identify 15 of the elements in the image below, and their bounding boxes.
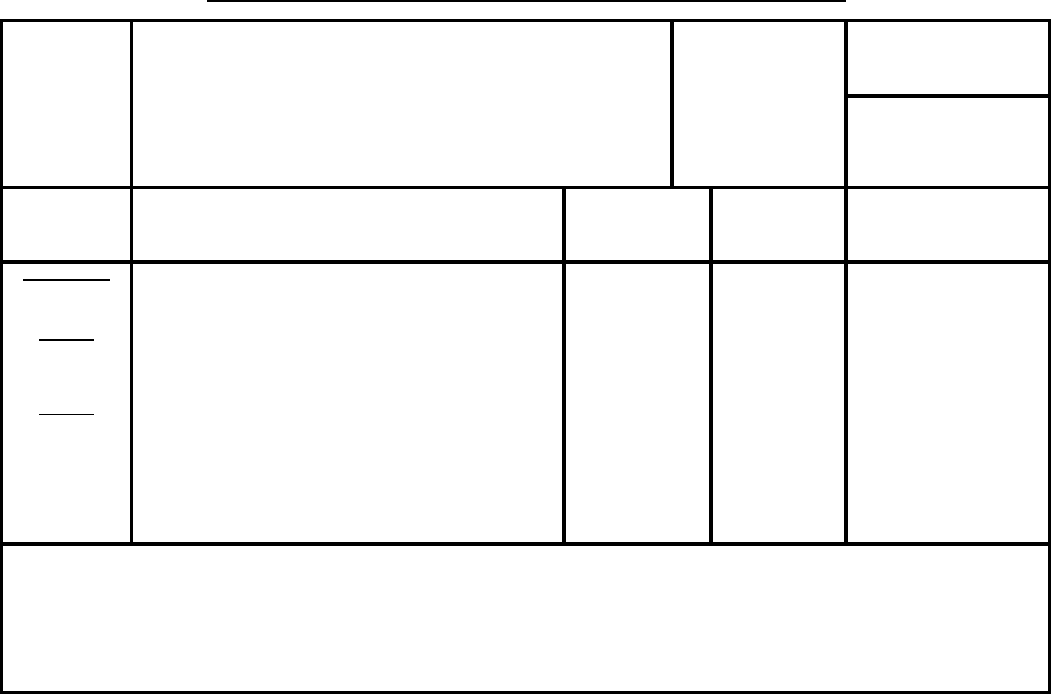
- form-cell: [562, 186, 713, 264]
- form-cell: [844, 94, 1051, 189]
- form-cell: [0, 19, 133, 189]
- form-cell: [0, 186, 133, 264]
- form-cell: [130, 19, 674, 189]
- form-cell: [130, 186, 566, 264]
- form-cell: [709, 260, 848, 546]
- form-cell: [0, 542, 1051, 694]
- form-cell: [709, 186, 848, 264]
- form-cell: [844, 260, 1051, 546]
- form-cell: [844, 19, 1051, 98]
- form-cell: [562, 260, 713, 546]
- form-cell: [844, 186, 1051, 264]
- form-cell: [130, 260, 566, 546]
- form-cell: [670, 19, 848, 189]
